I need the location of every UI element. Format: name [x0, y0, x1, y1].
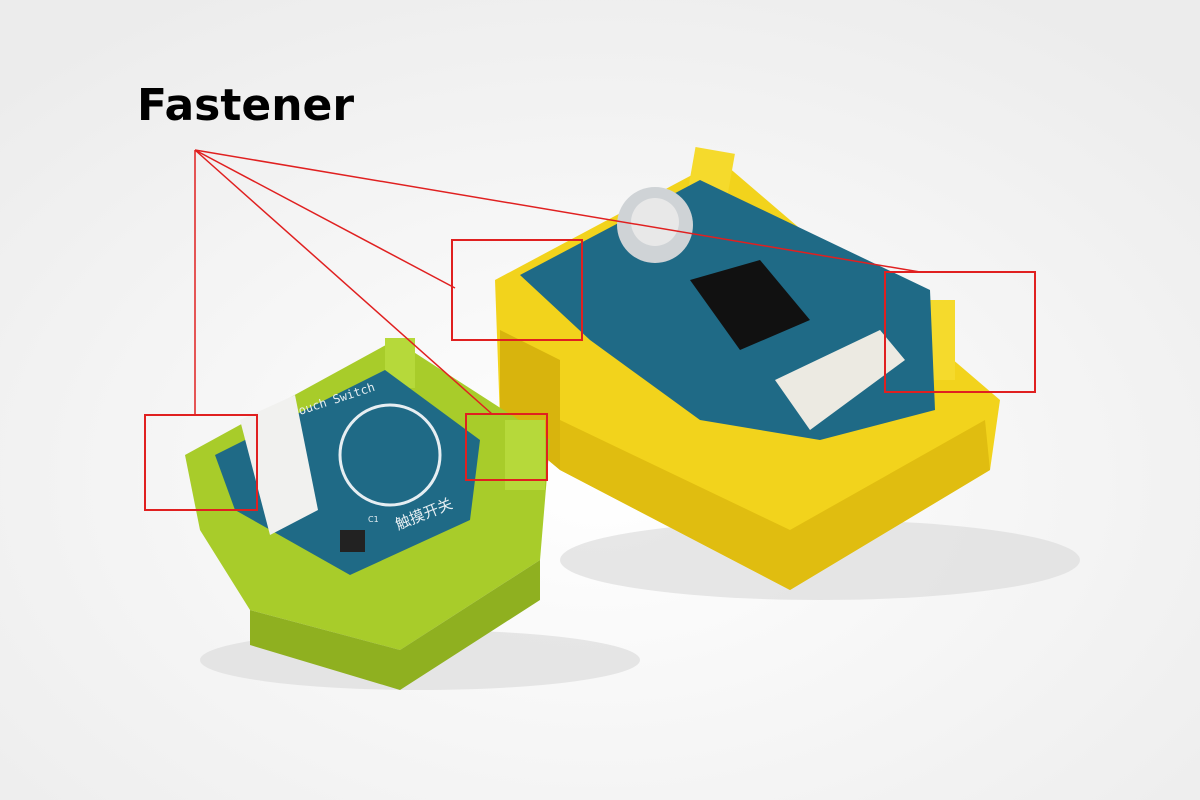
- small-module: ouch Switch 触摸开关 C1: [185, 338, 550, 690]
- pointer-line: [194, 149, 921, 273]
- fastener-box: [451, 239, 583, 341]
- fastener-box: [144, 414, 258, 511]
- fastener-label: Fastener: [137, 80, 355, 131]
- large-module: [495, 146, 1000, 590]
- fastener-box: [884, 271, 1036, 393]
- connector: [775, 330, 905, 430]
- chip: [340, 530, 365, 552]
- connector: [240, 395, 318, 535]
- pointer-line: [194, 149, 456, 289]
- highlight-boxes: [144, 239, 1036, 511]
- silk-label-ref: C1: [368, 515, 379, 524]
- chip: [690, 260, 810, 350]
- fastener-box: [465, 413, 548, 481]
- pointer-line: [194, 149, 493, 415]
- annotation-lines: [194, 149, 921, 415]
